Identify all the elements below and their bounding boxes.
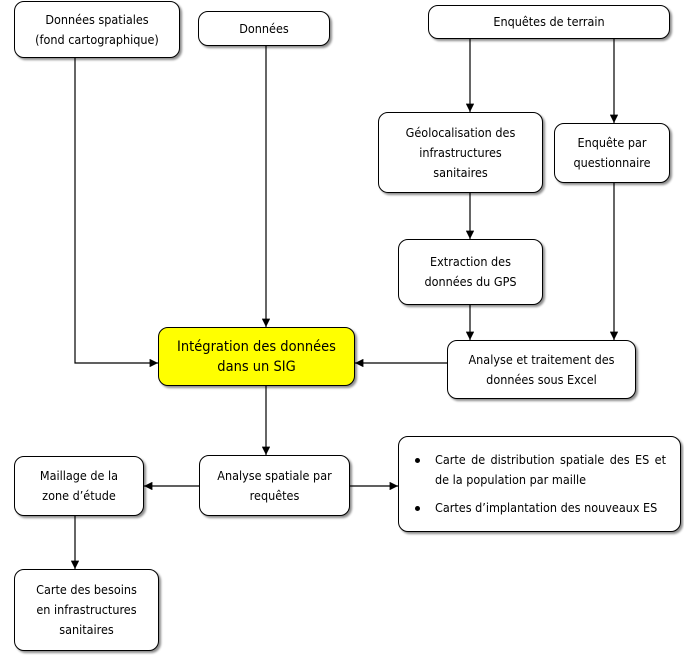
list-item: Carte de distribution spatiale des ES et… [415, 450, 666, 490]
node-spatial-data: Données spatiales(fond cartographique) [14, 1, 180, 58]
node-data: Données [198, 11, 330, 46]
arrow-spatial-to-gis [74, 58, 158, 368]
node-outputs: Carte de distribution spatiale des ES et… [398, 436, 681, 532]
list-item: Cartes d’implantation des nouveaux ES [415, 498, 666, 518]
outputs-list: Carte de distribution spatiale des ES et… [413, 450, 666, 518]
node-field-surveys: Enquêtes de terrain [428, 5, 670, 39]
